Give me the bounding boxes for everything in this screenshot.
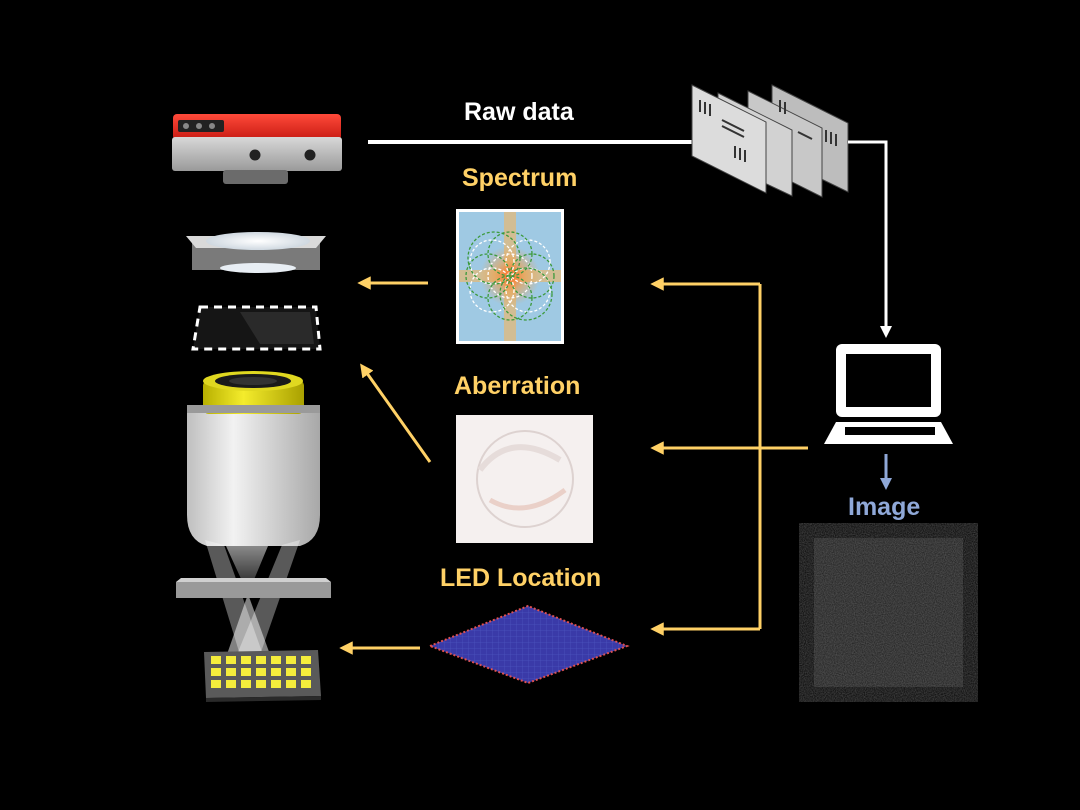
spectrum-panel <box>456 209 564 344</box>
tube-lens-icon <box>186 232 326 273</box>
reconstructed-image <box>814 538 963 687</box>
update-arrows <box>339 276 432 655</box>
sample-slide-icon <box>176 578 331 598</box>
laptop-icon <box>824 344 953 444</box>
feedback-bus <box>650 277 808 636</box>
camera-icon <box>172 114 342 184</box>
led-location-panel <box>427 604 630 685</box>
raw-data-label: Raw data <box>464 98 574 126</box>
raw-image-stack-icon <box>691 84 849 198</box>
aperture-plane-icon <box>191 305 322 351</box>
image-label: Image <box>848 493 921 521</box>
stack-to-laptop-arrow <box>848 140 892 338</box>
aberration-panel <box>456 415 593 543</box>
illumination-beams <box>205 540 300 660</box>
led-location-label: LED Location <box>440 564 602 592</box>
aberration-label: Aberration <box>454 372 581 400</box>
objective-lens-icon <box>187 371 320 546</box>
led-array-icon <box>204 650 321 702</box>
spectrum-label: Spectrum <box>462 164 578 192</box>
